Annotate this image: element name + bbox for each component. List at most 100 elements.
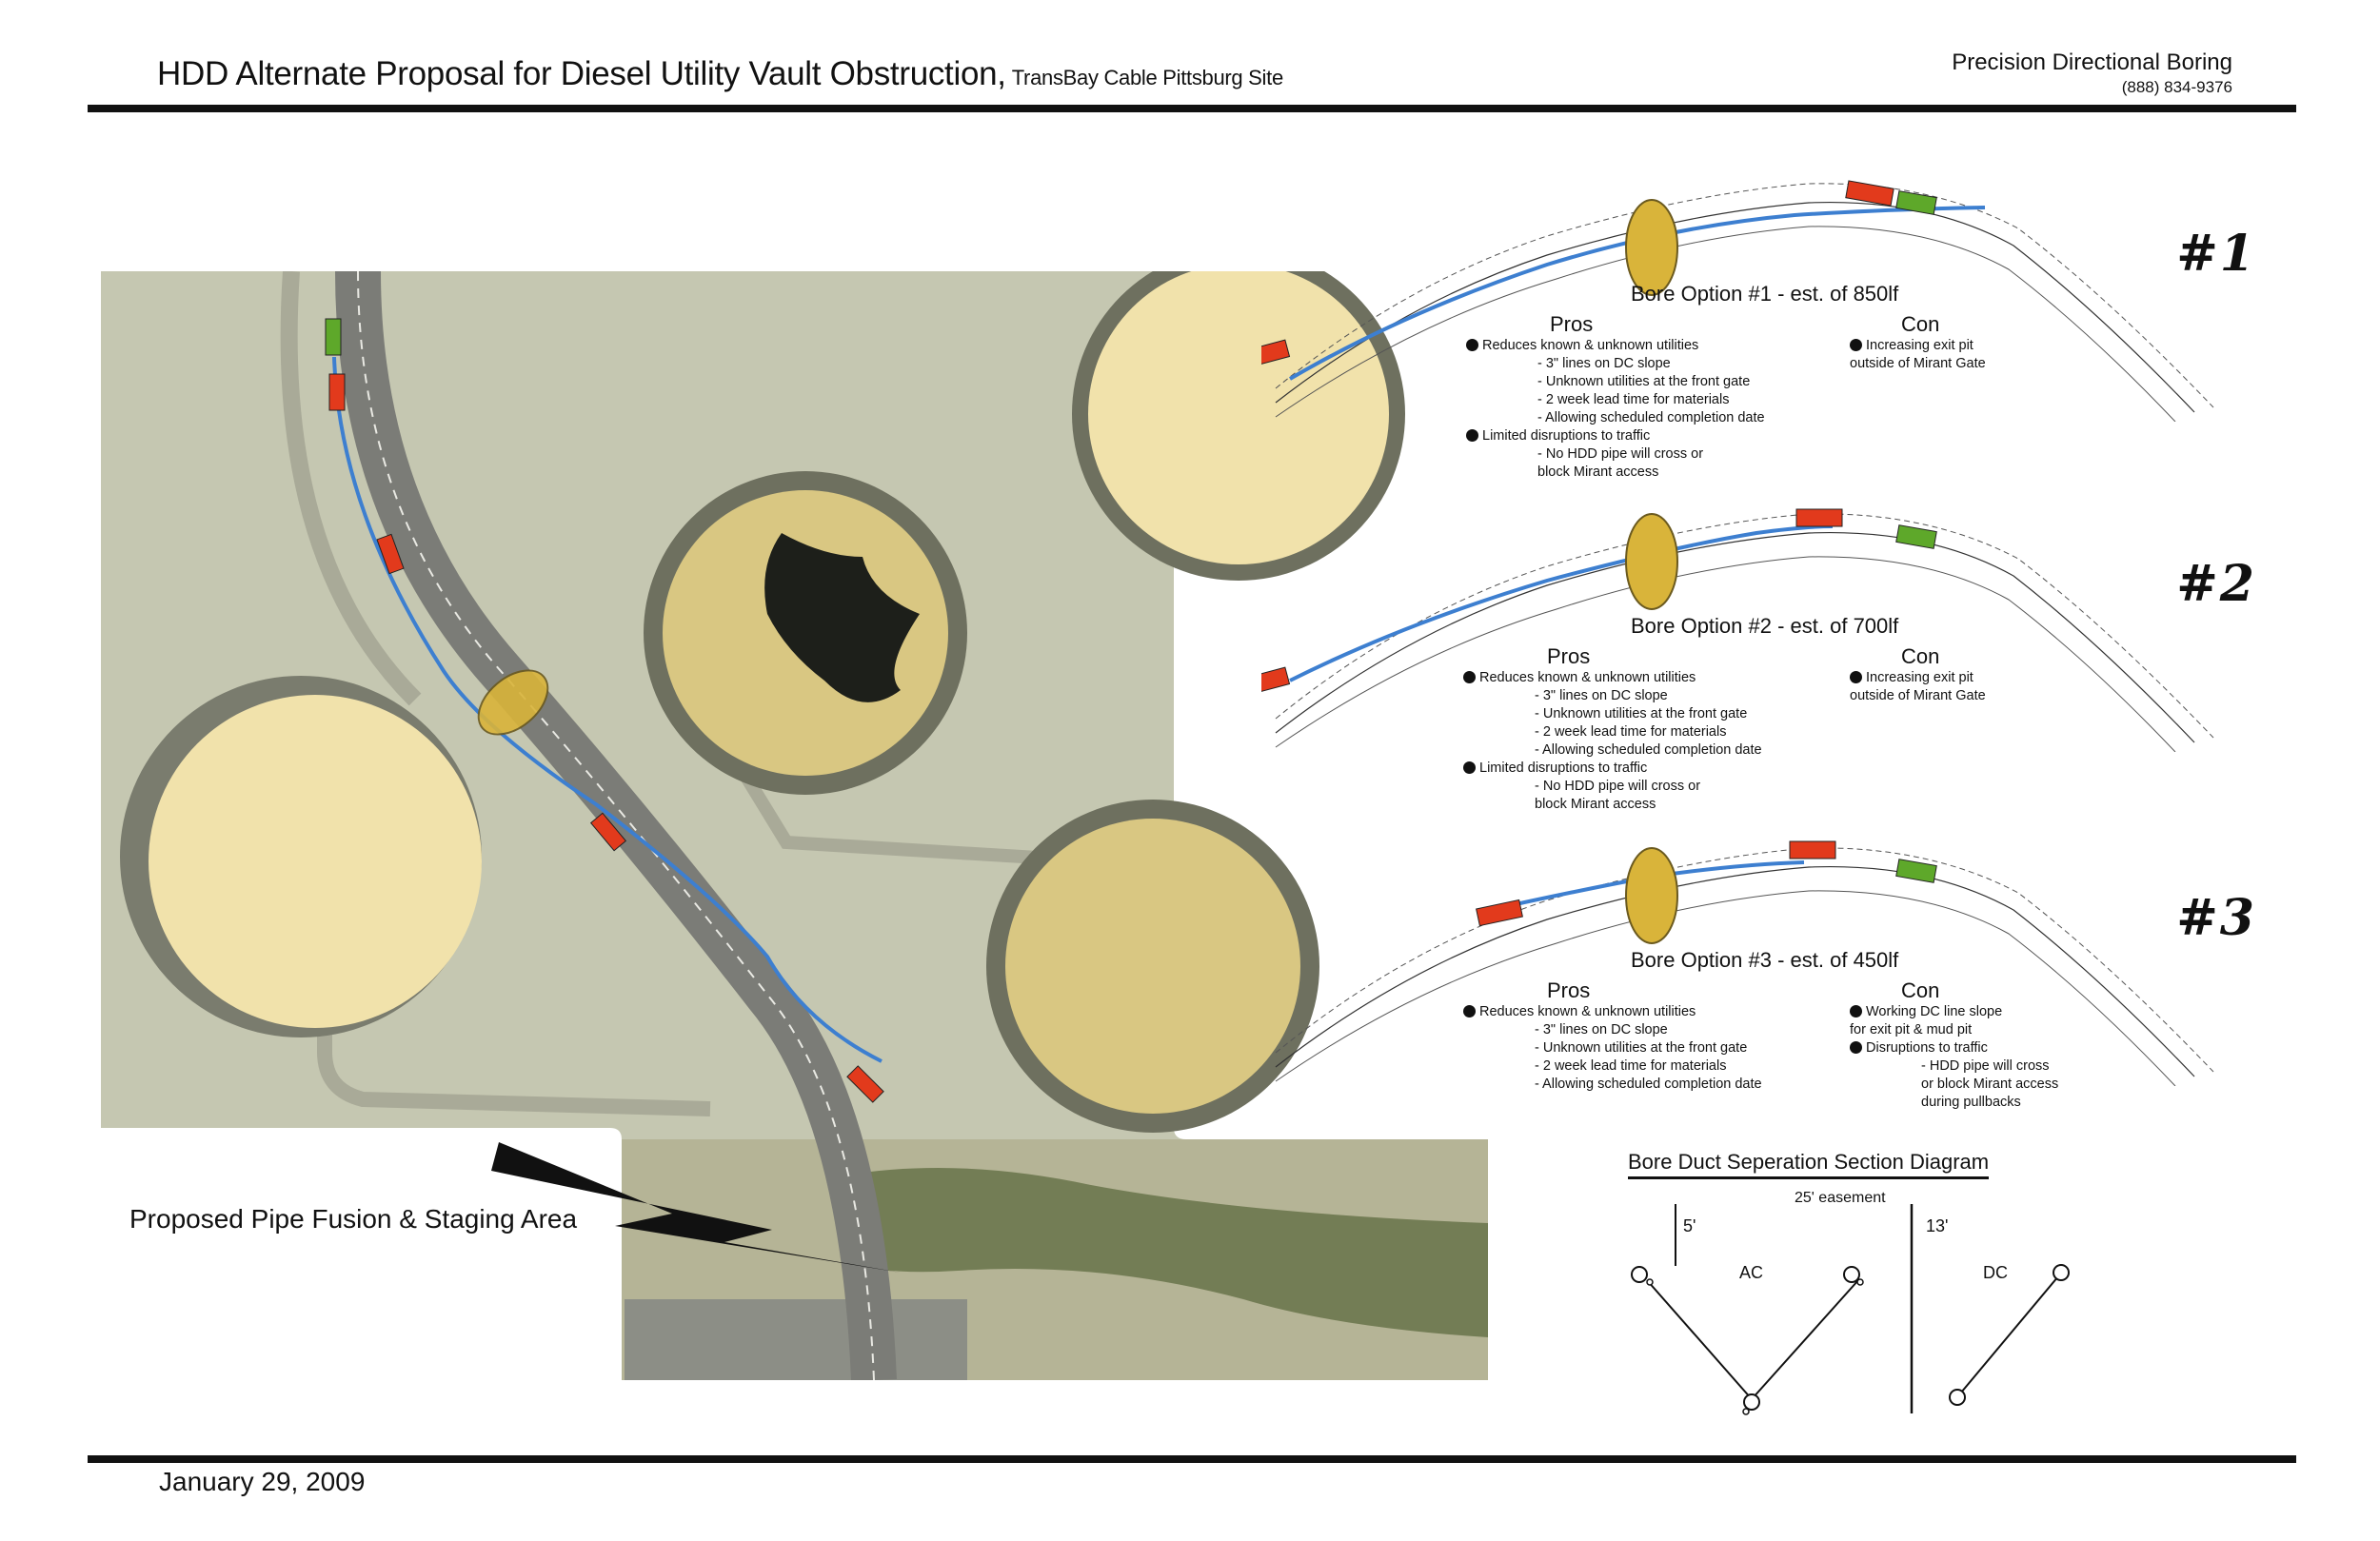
ac-duct-end-icon [1856, 1278, 1864, 1286]
pros-sub-item: - 3" lines on DC slope [1537, 356, 1671, 371]
bore-option-2-plan [1261, 508, 2214, 752]
pros-sub-item: - 3" lines on DC slope [1535, 688, 1668, 703]
bullet-icon [1850, 1041, 1862, 1054]
pros-list: Pros Reduces known & unknown utilities -… [1463, 644, 1762, 814]
bore-option-2: Bore Option #2 - est. of 700lf #2 Pros R… [1261, 490, 2256, 812]
tank-southeast [986, 800, 1319, 1133]
option-title: Bore Option #3 - est. of 450lf [1631, 948, 1899, 972]
cons-item: Increasing exit pit [1850, 337, 1986, 355]
vault-marker [325, 318, 342, 356]
cons-item-continued: outside of Mirant Gate [1850, 356, 1986, 371]
vault-marker [1895, 859, 1937, 883]
ac-duct-end-icon [1646, 1278, 1654, 1286]
aerial-site-map [101, 271, 1488, 1380]
pros-item: Reduces known & unknown utilities [1463, 669, 1762, 687]
utility-vault-obstruction [1625, 847, 1678, 944]
exit-marker [846, 1065, 884, 1103]
section-diagram-title: Bore Duct Seperation Section Diagram [1628, 1150, 1990, 1179]
cons-item-continued: outside of Mirant Gate [1850, 688, 1986, 703]
pros-heading: Pros [1547, 978, 1591, 1002]
entry-marker [376, 533, 405, 575]
staging-area-label: Proposed Pipe Fusion & Staging Area [129, 1204, 578, 1234]
cons-item: Increasing exit pit [1850, 669, 1986, 687]
option-title: Bore Option #1 - est. of 850lf [1631, 282, 1899, 306]
bullet-icon [1466, 339, 1478, 351]
pros-heading: Pros [1550, 312, 1594, 336]
pros-item: Reduces known & unknown utilities [1466, 337, 1765, 355]
vault-marker [1895, 190, 1937, 215]
option-number: #2 [2176, 555, 2256, 613]
pros-sub-item: - Unknown utilities at the front gate [1537, 374, 1751, 389]
site-subtitle: TransBay Cable Pittsburg Site [1011, 66, 1283, 89]
exit-marker [1261, 339, 1291, 369]
bullet-icon [1850, 339, 1862, 351]
pros-sub-item: - Allowing scheduled completion date [1535, 1077, 1762, 1092]
option-number: #3 [2176, 889, 2256, 947]
utility-vault-obstruction [1625, 513, 1678, 610]
dc-duct [1960, 1275, 2059, 1393]
document-date: January 29, 2009 [159, 1467, 366, 1496]
pros-sub-item: - Allowing scheduled completion date [1537, 410, 1765, 425]
pros-list: Pros Reduces known & unknown utilities -… [1463, 978, 1762, 1094]
dc-label: DC [1983, 1263, 2008, 1282]
easement-label: 25' easement [1795, 1190, 1886, 1206]
entry-marker [1845, 180, 1894, 207]
dc-duct-end-icon [1949, 1389, 1966, 1406]
company-phone: (888) 834-9376 [2121, 78, 2232, 96]
ac-duct-vertex-icon [1743, 1393, 1760, 1411]
pros-sub-item: - Unknown utilities at the front gate [1535, 1040, 1748, 1056]
cons-item: Disruptions to traffic [1850, 1039, 2058, 1057]
pros-item: Limited disruptions to traffic [1466, 427, 1765, 445]
exit-marker [1261, 666, 1291, 697]
utility-vault-obstruction [1625, 199, 1678, 296]
pros-sub-item: - Unknown utilities at the front gate [1535, 706, 1748, 721]
footer-rule [88, 1455, 2296, 1463]
tree-line [843, 1168, 1488, 1337]
utility-vault-obstruction [477, 669, 549, 736]
bullet-icon [1850, 1005, 1862, 1017]
parking-lot [625, 1299, 967, 1380]
bullet-icon [1463, 761, 1476, 774]
pros-item: Limited disruptions to traffic [1463, 760, 1762, 778]
pros-list: Pros Reduces known & unknown utilities -… [1466, 312, 1765, 482]
bullet-icon [1463, 671, 1476, 683]
tank-northeast [1072, 271, 1405, 581]
pros-sub-item: - Allowing scheduled completion date [1535, 742, 1762, 758]
cons-heading: Con [1901, 644, 1940, 668]
ac-label: AC [1739, 1263, 1764, 1282]
pros-sub-item: - 2 week lead time for materials [1535, 1058, 1727, 1074]
cons-sub-item: during pullbacks [1921, 1095, 2021, 1110]
entry-marker [1795, 508, 1843, 527]
cons-item: Working DC line slope [1850, 1003, 2058, 1021]
cons-list: Con Working DC line slope for exit pit &… [1850, 978, 2058, 1112]
bore-option-3: Bore Option #3 - est. of 450lf #3 Pros R… [1261, 824, 2256, 1110]
ac-duct-vertex-icon [1742, 1408, 1750, 1415]
pros-item: Reduces known & unknown utilities [1463, 1003, 1762, 1021]
entry-marker [1789, 840, 1836, 859]
bullet-icon [1463, 1005, 1476, 1017]
pros-heading: Pros [1547, 644, 1591, 668]
pros-sub-item: - 2 week lead time for materials [1537, 392, 1730, 407]
vault-marker [1895, 524, 1937, 549]
company-block: Precision Directional Boring (888) 834-9… [1952, 49, 2232, 97]
option-number: #1 [2176, 225, 2256, 283]
bore-option-1-plan [1261, 180, 2214, 422]
pros-sub-item: block Mirant access [1537, 464, 1659, 480]
bullet-icon [1466, 429, 1478, 442]
loop-road [317, 747, 711, 1116]
cons-sub-item: - HDD pipe will cross [1921, 1058, 2050, 1074]
cons-item-continued: for exit pit & mud pit [1850, 1022, 1973, 1037]
bullet-icon [1850, 671, 1862, 683]
page-title: HDD Alternate Proposal for Diesel Utilit… [157, 55, 1283, 93]
header-rule [88, 105, 2296, 112]
ac-duct-left [1646, 1279, 1753, 1400]
main-road [335, 271, 897, 1380]
option-title: Bore Option #2 - est. of 700lf [1631, 614, 1899, 638]
pros-sub-item: - 2 week lead time for materials [1535, 724, 1727, 740]
dc-offset-label: 13' [1926, 1216, 1949, 1235]
entry-marker [328, 373, 346, 411]
bore-option-1: Bore Option #1 - est. of 850lf #1 Pros R… [1261, 160, 2256, 480]
cons-heading: Con [1901, 978, 1940, 1002]
exit-marker [589, 812, 627, 852]
company-name: Precision Directional Boring [1952, 49, 2232, 75]
